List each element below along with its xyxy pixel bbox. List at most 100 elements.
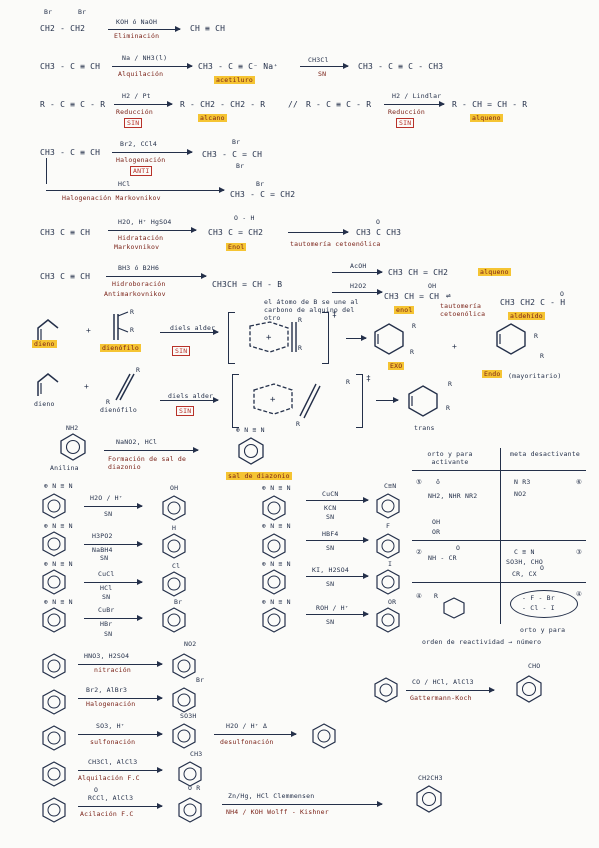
sand-rb3: HCl <box>100 584 113 592</box>
r6-h2o2: H2O2 <box>350 282 367 290</box>
r5-tautomeria: tautomería cetoenólica <box>290 240 381 248</box>
table-header-activante: orto y para activante <box>427 450 473 466</box>
r5-reaction-name: Hidratación <box>118 234 164 242</box>
sand-p8: OR <box>388 598 397 606</box>
r4-hcl: HCl <box>118 180 131 188</box>
sea-p7: CHO <box>528 662 541 670</box>
sea-arrow-3 <box>78 731 163 737</box>
r6-reaction-name: Hidroboración <box>112 280 166 288</box>
tbl-n4: ③ <box>576 548 583 556</box>
sand-n2-8: ⊕ N ≡ N <box>262 598 291 606</box>
sea-arrow-8 <box>222 801 383 807</box>
sea-prod-ring-6 <box>178 797 202 823</box>
da1-arrow <box>160 329 219 335</box>
sea-prod-ring-1 <box>172 653 196 679</box>
sand-ra2: H3PO2 <box>92 532 113 540</box>
alkyl-ring <box>443 597 465 619</box>
sand-n2-1: ⊕ N ≡ N <box>44 482 73 490</box>
da2-sin-badge: SIN <box>176 406 195 416</box>
sand-p2: H <box>172 524 177 532</box>
sea-arrow-7 <box>406 687 495 693</box>
sea-prod-ring-5 <box>178 761 202 787</box>
tbl-a3: OH <box>432 518 441 526</box>
br-substituents: Br <box>44 8 53 16</box>
r1-reactant: CH2 - CH2 <box>40 24 86 33</box>
sand-arrow-2 <box>84 541 143 547</box>
sea-ring-2 <box>42 689 66 715</box>
sea-ra5: CH3Cl, AlCl3 <box>88 758 138 766</box>
diazonium-ion: ⊕ N ≡ N <box>236 426 265 434</box>
sand-p3: Cl <box>172 562 181 570</box>
sand-arrow-3 <box>84 579 143 585</box>
r6-oh: OH <box>428 282 437 290</box>
sand-rb8: SN <box>326 618 335 626</box>
anilina-label: Anilina <box>50 464 79 472</box>
trans-label: trans <box>414 424 435 432</box>
r4-reagent: Br2, CCl4 <box>120 140 158 148</box>
diaz-arrow <box>104 447 199 453</box>
sand-arrow-6 <box>306 537 369 543</box>
r4-br-3: Br <box>256 180 265 188</box>
r4-br-top: Br <box>232 138 241 146</box>
r5-markovnikov: Markovnikov <box>114 243 160 251</box>
sea-ra7: CO / HCl, AlCl3 <box>412 678 474 686</box>
r4-reactant: CH3 - C ≡ CH <box>40 148 101 157</box>
sand-ring-1 <box>42 493 66 519</box>
tbl-a1: ŏ <box>436 478 441 486</box>
r1-product: CH ≡ CH <box>190 24 226 33</box>
r2-reaction-name: Alquilación <box>118 70 164 78</box>
sand-ring-8 <box>262 607 286 633</box>
sand-ring-2 <box>42 531 66 557</box>
da1-plus: + <box>86 326 92 335</box>
r6-o: O <box>560 290 565 298</box>
acetiluro-label: acetiluro <box>214 76 256 84</box>
r5-product-2: CH3 C CH3 <box>356 228 402 237</box>
r4-arrow <box>112 149 193 155</box>
sea-rb6: Acilación F.C <box>80 810 134 818</box>
da1-ts-mark: ‡ <box>332 310 338 319</box>
sea-p5: CH3 <box>190 750 203 758</box>
sea-arrow-4 <box>214 731 297 737</box>
sand-rb2: NaBH4 <box>92 546 113 554</box>
sea-arrow-5 <box>78 767 163 773</box>
sand-arrow-4 <box>84 615 143 621</box>
sea-p3: SO3H <box>180 712 197 720</box>
tbl-hal-2: - Cl - I <box>522 604 555 612</box>
dieno-label: dieno <box>32 340 57 348</box>
dienophile-structure-2 <box>115 373 135 401</box>
ts-bracket-left <box>228 312 235 364</box>
r5-oh: O - H <box>234 214 255 222</box>
r4-product: CH3 - C = CH <box>202 150 263 159</box>
r6-product: CH3CH = CH - B <box>212 280 283 289</box>
da2-r5: R <box>448 380 453 388</box>
sand-ring-3 <box>42 569 66 595</box>
r2-reagent-2: CH3Cl <box>308 56 329 64</box>
dienophile-structure <box>113 311 129 340</box>
sal-diazonio-label: sal de diazonio <box>226 472 292 480</box>
tbl-n5: ④ <box>416 592 423 600</box>
da1-arrow-2 <box>346 335 367 341</box>
r3-reactant-2: R - C ≡ C - R <box>306 100 372 109</box>
r4-branch-line <box>46 158 47 184</box>
da1-r2: R <box>130 326 135 334</box>
tbl-a2: NH2, NHR NR2 <box>428 492 478 500</box>
sea-ring-7 <box>374 677 398 703</box>
r3-separator: // <box>288 100 299 109</box>
sand-p5: C≡N <box>384 482 397 490</box>
tbl-hal: - F - Br <box>522 594 555 602</box>
r2-arrow <box>112 63 193 69</box>
sand-prod-ring-4 <box>162 607 186 633</box>
sea-rb7: Gattermann-Koch <box>410 694 472 702</box>
r6-enol: CH3 CH = CH <box>384 292 440 301</box>
diene-structure <box>37 319 59 342</box>
sand-ra4: CuBr <box>98 606 115 614</box>
sand-rb7: SN <box>326 580 335 588</box>
tbl-b1: N R3 <box>514 478 531 486</box>
r2-reactant: CH3 - C ≡ CH <box>40 62 101 71</box>
r6-equilibrium: ⇌ <box>446 291 452 300</box>
sand-rb6: SN <box>326 544 335 552</box>
tbl-n5-dup: ④ <box>576 590 583 598</box>
r3-reaction-name-2: Reducción <box>388 108 426 116</box>
table-divider <box>500 448 501 624</box>
r6-note: el átomo de B se une al carbono de alqui… <box>264 298 359 322</box>
